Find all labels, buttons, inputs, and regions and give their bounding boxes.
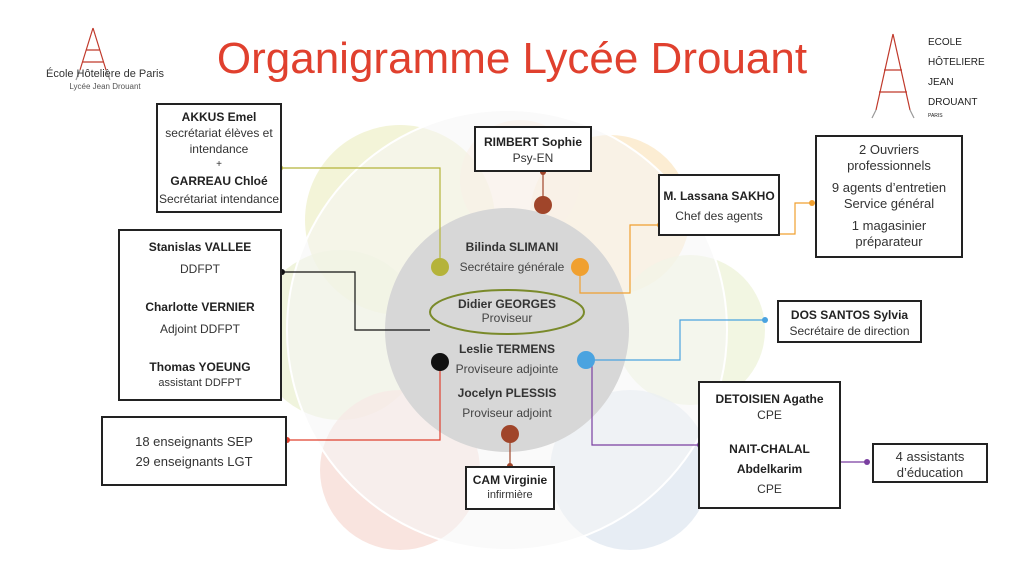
- ouvriers-l2: professionnels: [847, 158, 931, 173]
- box-rimbert: RIMBERT Sophie Psy-EN: [474, 126, 592, 172]
- termens-name: Leslie TERMENS: [458, 342, 556, 356]
- connector-sakho: [579, 224, 660, 294]
- dot-brown-bottom: [501, 425, 519, 443]
- ouvriers-l5: 1 magasinier: [851, 218, 927, 233]
- rimbert-name: RIMBERT Sophie: [484, 135, 582, 149]
- akkus-role-a: secrétariat élèves et: [165, 126, 273, 140]
- assistants-l1: 4 assistants: [895, 449, 965, 464]
- box-assistants: 4 assistants d’éducation: [872, 443, 988, 483]
- dot-orange: [571, 258, 589, 276]
- box-enseignants: 18 enseignants SEP 29 enseignants LGT: [101, 416, 287, 486]
- eiffel-tower-icon-right: [871, 33, 915, 119]
- logo-right-line: HÔTELIERE: [928, 57, 985, 68]
- dossantos-name: DOS SANTOS Sylvia: [790, 308, 909, 322]
- dot-brown-top: [534, 196, 552, 214]
- naitchalal-role: CPE: [757, 482, 782, 496]
- slimani-role: Secrétaire générale: [459, 260, 565, 274]
- box-cam: CAM Virginie infirmière: [465, 466, 555, 510]
- sakho-name: M. Lassana SAKHO: [663, 189, 775, 203]
- rimbert-role: Psy-EN: [512, 151, 554, 165]
- dot-blue: [577, 351, 595, 369]
- termens-label: Leslie TERMENS Proviseure adjointe: [432, 342, 582, 376]
- termens-role: Proviseure adjointe: [455, 362, 559, 376]
- garreau-name: GARREAU Chloé: [170, 174, 268, 188]
- dossantos-role: Secrétaire de direction: [789, 324, 910, 338]
- box-akkus: AKKUS Emel secrétariat élèves et intenda…: [156, 103, 282, 213]
- georges-role: Proviseur: [481, 311, 533, 325]
- logo-right: ECOLE HÔTELIERE JEAN DROUANT PARIS: [928, 33, 985, 119]
- enseignants-lgt: 29 enseignants LGT: [135, 454, 253, 469]
- page-title: Organigramme Lycée Drouant: [216, 34, 808, 83]
- logo-left-line1: École Hôtelière de Paris: [45, 68, 164, 80]
- naitchalal-name-b: Abdelkarim: [736, 462, 803, 476]
- dot-orange-small-2: [809, 200, 815, 206]
- dot-blue-small: [762, 317, 768, 323]
- georges-label: Didier GEORGES Proviseur: [432, 297, 582, 325]
- naitchalal-name-a: NAIT-CHALAL: [729, 442, 810, 456]
- ouvriers-l3: 9 agents d’entretien: [831, 180, 947, 195]
- ouvriers-l4: Service général: [843, 196, 935, 211]
- dot-olive: [431, 258, 449, 276]
- plessis-label: Jocelyn PLESSIS Proviseur adjoint: [432, 386, 582, 420]
- enseignants-sep: 18 enseignants SEP: [135, 434, 253, 449]
- box-sakho: M. Lassana SAKHO Chef des agents: [658, 174, 780, 236]
- dot-black: [431, 353, 449, 371]
- plessis-name: Jocelyn PLESSIS: [457, 386, 557, 400]
- cam-name: CAM Virginie: [472, 473, 548, 487]
- logo-right-line: DROUANT: [928, 97, 978, 108]
- yoeung-role: assistant DDFPT: [158, 377, 242, 389]
- slimani-label: Bilinda SLIMANI Secrétaire générale: [437, 240, 587, 274]
- akkus-plus: +: [216, 159, 222, 170]
- plessis-role: Proviseur adjoint: [462, 406, 552, 420]
- dot-purple-small-2: [864, 459, 870, 465]
- assistants-l2: d’éducation: [896, 465, 964, 480]
- cam-role: infirmière: [487, 489, 533, 501]
- connector-cpe: [591, 360, 700, 446]
- connector-enseignants: [287, 362, 441, 441]
- proviseur-ellipse: [429, 289, 585, 335]
- box-cpe: DETOISIEN Agathe CPE NAIT-CHALAL Abdelka…: [698, 381, 841, 509]
- connector-dossantos: [586, 319, 765, 361]
- box-dossantos: DOS SANTOS Sylvia Secrétaire de directio…: [777, 300, 922, 343]
- connector-ouvriers: [778, 202, 815, 235]
- detoisien-name: DETOISIEN Agathe: [715, 392, 824, 406]
- sakho-role: Chef des agents: [675, 209, 763, 223]
- vernier-name: Charlotte VERNIER: [145, 300, 255, 314]
- box-ouvriers: 2 Ouvriers professionnels 9 agents d’ent…: [815, 135, 963, 258]
- vernier-role: Adjoint DDFPT: [159, 322, 241, 336]
- ouvriers-l6: préparateur: [855, 234, 923, 249]
- georges-name: Didier GEORGES: [457, 297, 557, 311]
- connector-vallee: [282, 271, 430, 331]
- logo-right-line: PARIS: [928, 113, 943, 119]
- logo-left-line2: Lycée Jean Drouant: [69, 82, 141, 91]
- slimani-name: Bilinda SLIMANI: [465, 240, 559, 254]
- logo-right-line: ECOLE: [928, 37, 962, 48]
- logo-right-line: JEAN: [928, 77, 954, 88]
- yoeung-name: Thomas YOEUNG: [149, 360, 251, 374]
- ouvriers-l1: 2 Ouvriers: [859, 142, 919, 157]
- detoisien-role: CPE: [757, 408, 782, 422]
- connector-akkus: [280, 167, 441, 265]
- akkus-name: AKKUS Emel: [181, 110, 257, 124]
- akkus-role-b: intendance: [189, 142, 249, 156]
- vallee-role: DDFPT: [180, 262, 220, 276]
- garreau-role: Secrétariat intendance: [158, 192, 280, 206]
- vallee-name: Stanislas VALLEE: [148, 240, 252, 254]
- connector-assistants: [839, 440, 867, 463]
- eiffel-tower-icon-left: [75, 27, 111, 81]
- box-vallee: Stanislas VALLEE DDFPT Charlotte VERNIER…: [118, 229, 282, 401]
